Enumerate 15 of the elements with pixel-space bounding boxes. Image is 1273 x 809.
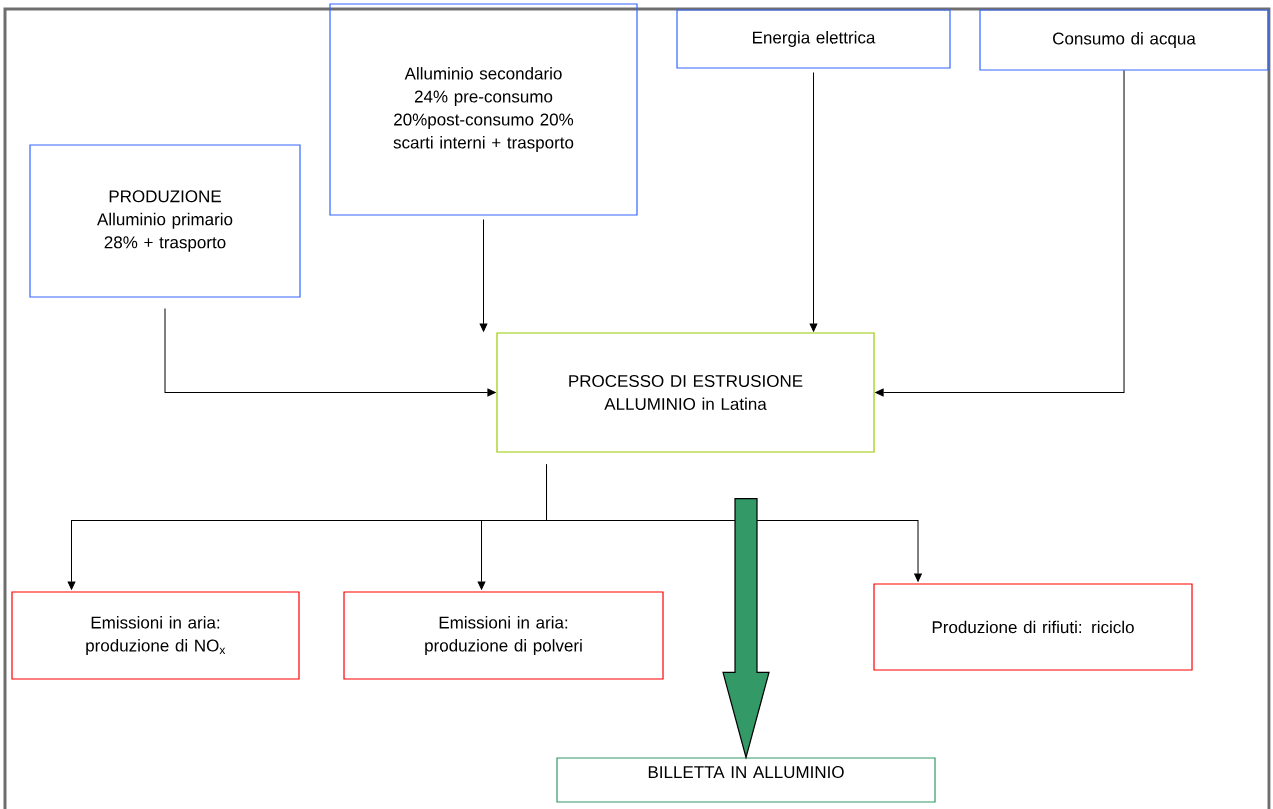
arrow — [164, 308, 496, 397]
output-box: Emissioni in aria: produzione di polveri — [343, 591, 664, 680]
block-arrow — [722, 498, 770, 760]
input-box: PRODUZIONE Alluminio primario 28% + trasporto — [29, 144, 301, 298]
input-box: Alluminio secondario 24% pre-consumo 20%post-consumo 20% scarti interni + trasporto — [329, 3, 638, 216]
arrow — [479, 219, 488, 332]
arrow — [875, 70, 1125, 397]
arrow — [809, 72, 818, 332]
output-box: Produzione di rifiuti: riciclo — [873, 583, 1193, 671]
product-box: BILLETTA IN ALLUMINIO — [556, 757, 936, 803]
output-box: Emissioni in aria: produzione di NO$_{x}$ — [11, 591, 300, 680]
input-box: Energia elettrica — [676, 9, 951, 69]
arrow — [546, 464, 922, 582]
input-box: Consumo di acqua — [979, 9, 1269, 71]
process-box: PROCESSO DI ESTRUSIONE ALLUMINIO in Latina — [496, 332, 875, 453]
